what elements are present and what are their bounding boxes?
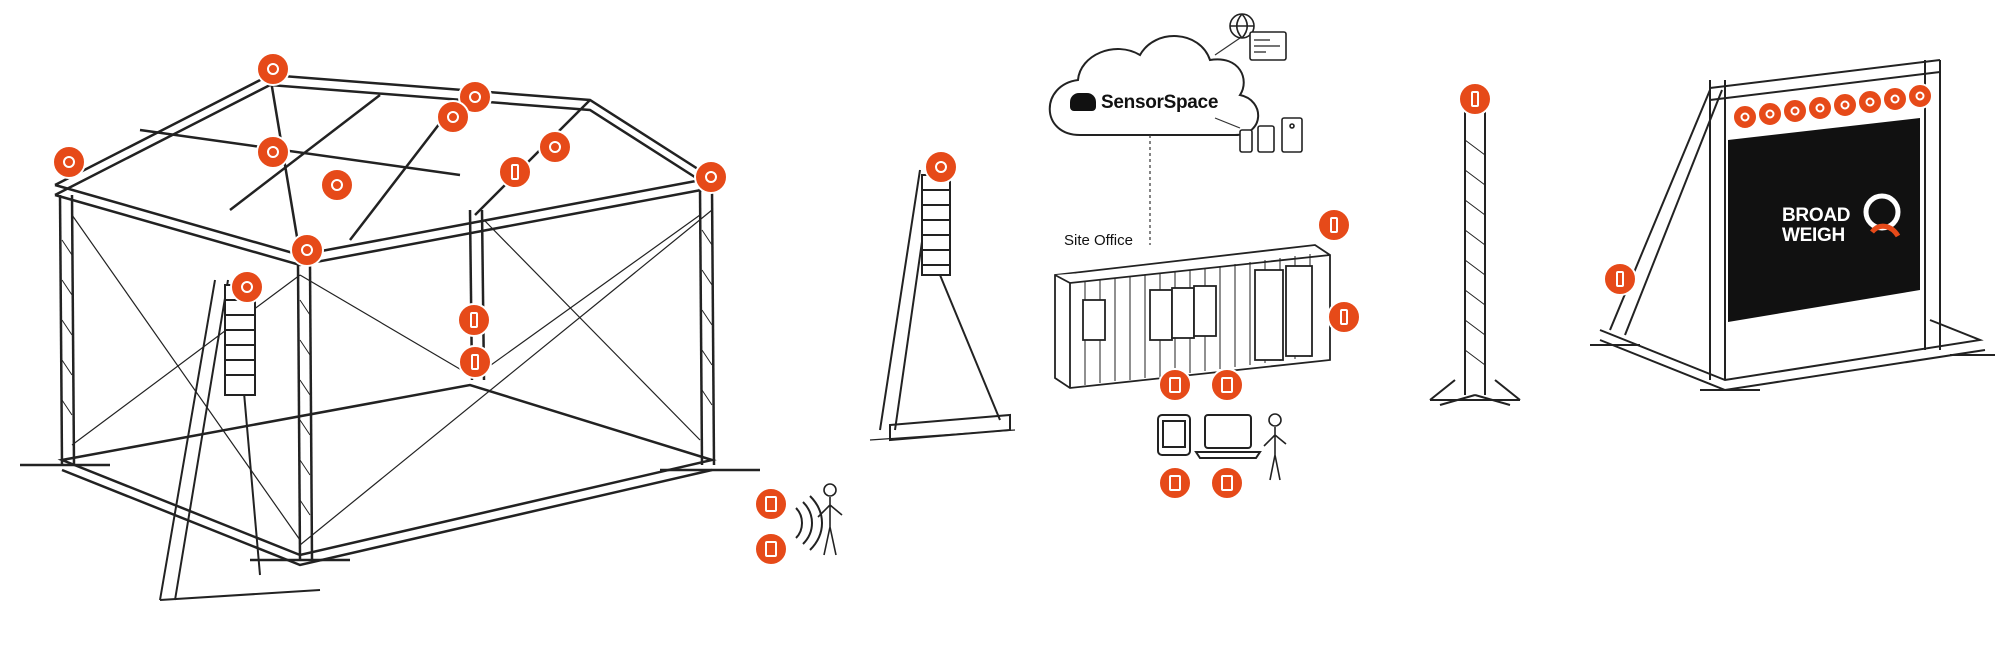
laptop-icon (1194, 414, 1262, 459)
message-icon (1210, 368, 1244, 402)
loadcell-sensor-icon (458, 80, 492, 114)
led-screen-rig (1590, 59, 1995, 392)
person-icon (817, 483, 843, 556)
loadcell-sensor-icon (1907, 83, 1933, 109)
loadpin-sensor-icon (498, 155, 532, 189)
loadcell-sensor-icon (256, 52, 290, 86)
loadpin-sensor-icon (1317, 208, 1351, 242)
single-tower (1429, 110, 1521, 406)
person-icon (1263, 413, 1287, 481)
loadpin-sensor-icon (1458, 82, 1492, 116)
gateway-icon[interactable] (1158, 466, 1192, 500)
roof-structure (20, 73, 760, 567)
loadcell-sensor-icon (1857, 89, 1883, 115)
loadcell-sensor-icon (924, 150, 958, 184)
logo-line-1: BROAD (1782, 205, 1851, 226)
loadcell-sensor-icon (436, 100, 470, 134)
cloud-connections (1149, 37, 1241, 245)
loadpin-sensor-icon (458, 345, 492, 379)
loadcell-sensor-icon (1832, 92, 1858, 118)
tablet-icon (1157, 414, 1191, 456)
wireless-signal-icon (795, 495, 823, 551)
cloud-brand-text: SensorSpace (1101, 92, 1219, 113)
gateway-icon[interactable] (1210, 466, 1244, 500)
loadcell-sensor-icon (538, 130, 572, 164)
globe-icon (1229, 13, 1287, 61)
loadcell-sensor-icon (1732, 104, 1758, 130)
cloud-brand-label: SensorSpace (1070, 92, 1218, 114)
loadcell-sensor-icon (230, 270, 264, 304)
handheld-display-icon[interactable] (754, 487, 788, 521)
loadcell-sensor-icon (320, 168, 354, 202)
cloud-logo-icon (1070, 93, 1096, 111)
loadcell-sensor-icon (52, 145, 86, 179)
loadcell-sensor-icon (1757, 101, 1783, 127)
loadcell-sensor-icon (256, 135, 290, 169)
broadweigh-logo-mark (1863, 193, 1901, 238)
led-screen (1728, 118, 1920, 322)
site-office-container (1054, 244, 1331, 389)
loadcell-sensor-icon (1882, 86, 1908, 112)
site-office-label: Site Office (1064, 232, 1133, 249)
loadcell-sensor-icon (1782, 98, 1808, 124)
loadpin-sensor-icon (1327, 300, 1361, 334)
loadcell-sensor-icon (1807, 95, 1833, 121)
line-array-tower-left (159, 279, 321, 601)
broadweigh-logo-text: BROAD WEIGH (1782, 206, 1850, 246)
device-sensor-icon (1158, 368, 1192, 402)
loadpin-sensor-icon (1603, 262, 1637, 296)
loadpin-sensor-icon (457, 303, 491, 337)
loadcell-sensor-icon (694, 160, 728, 194)
cloud-shape (1048, 35, 1260, 136)
loadcell-sensor-icon (290, 233, 324, 267)
line-array-tower (869, 169, 1016, 442)
logo-line-2: WEIGH (1782, 225, 1845, 246)
device-icons (1239, 117, 1303, 153)
handheld-display-icon[interactable] (754, 532, 788, 566)
